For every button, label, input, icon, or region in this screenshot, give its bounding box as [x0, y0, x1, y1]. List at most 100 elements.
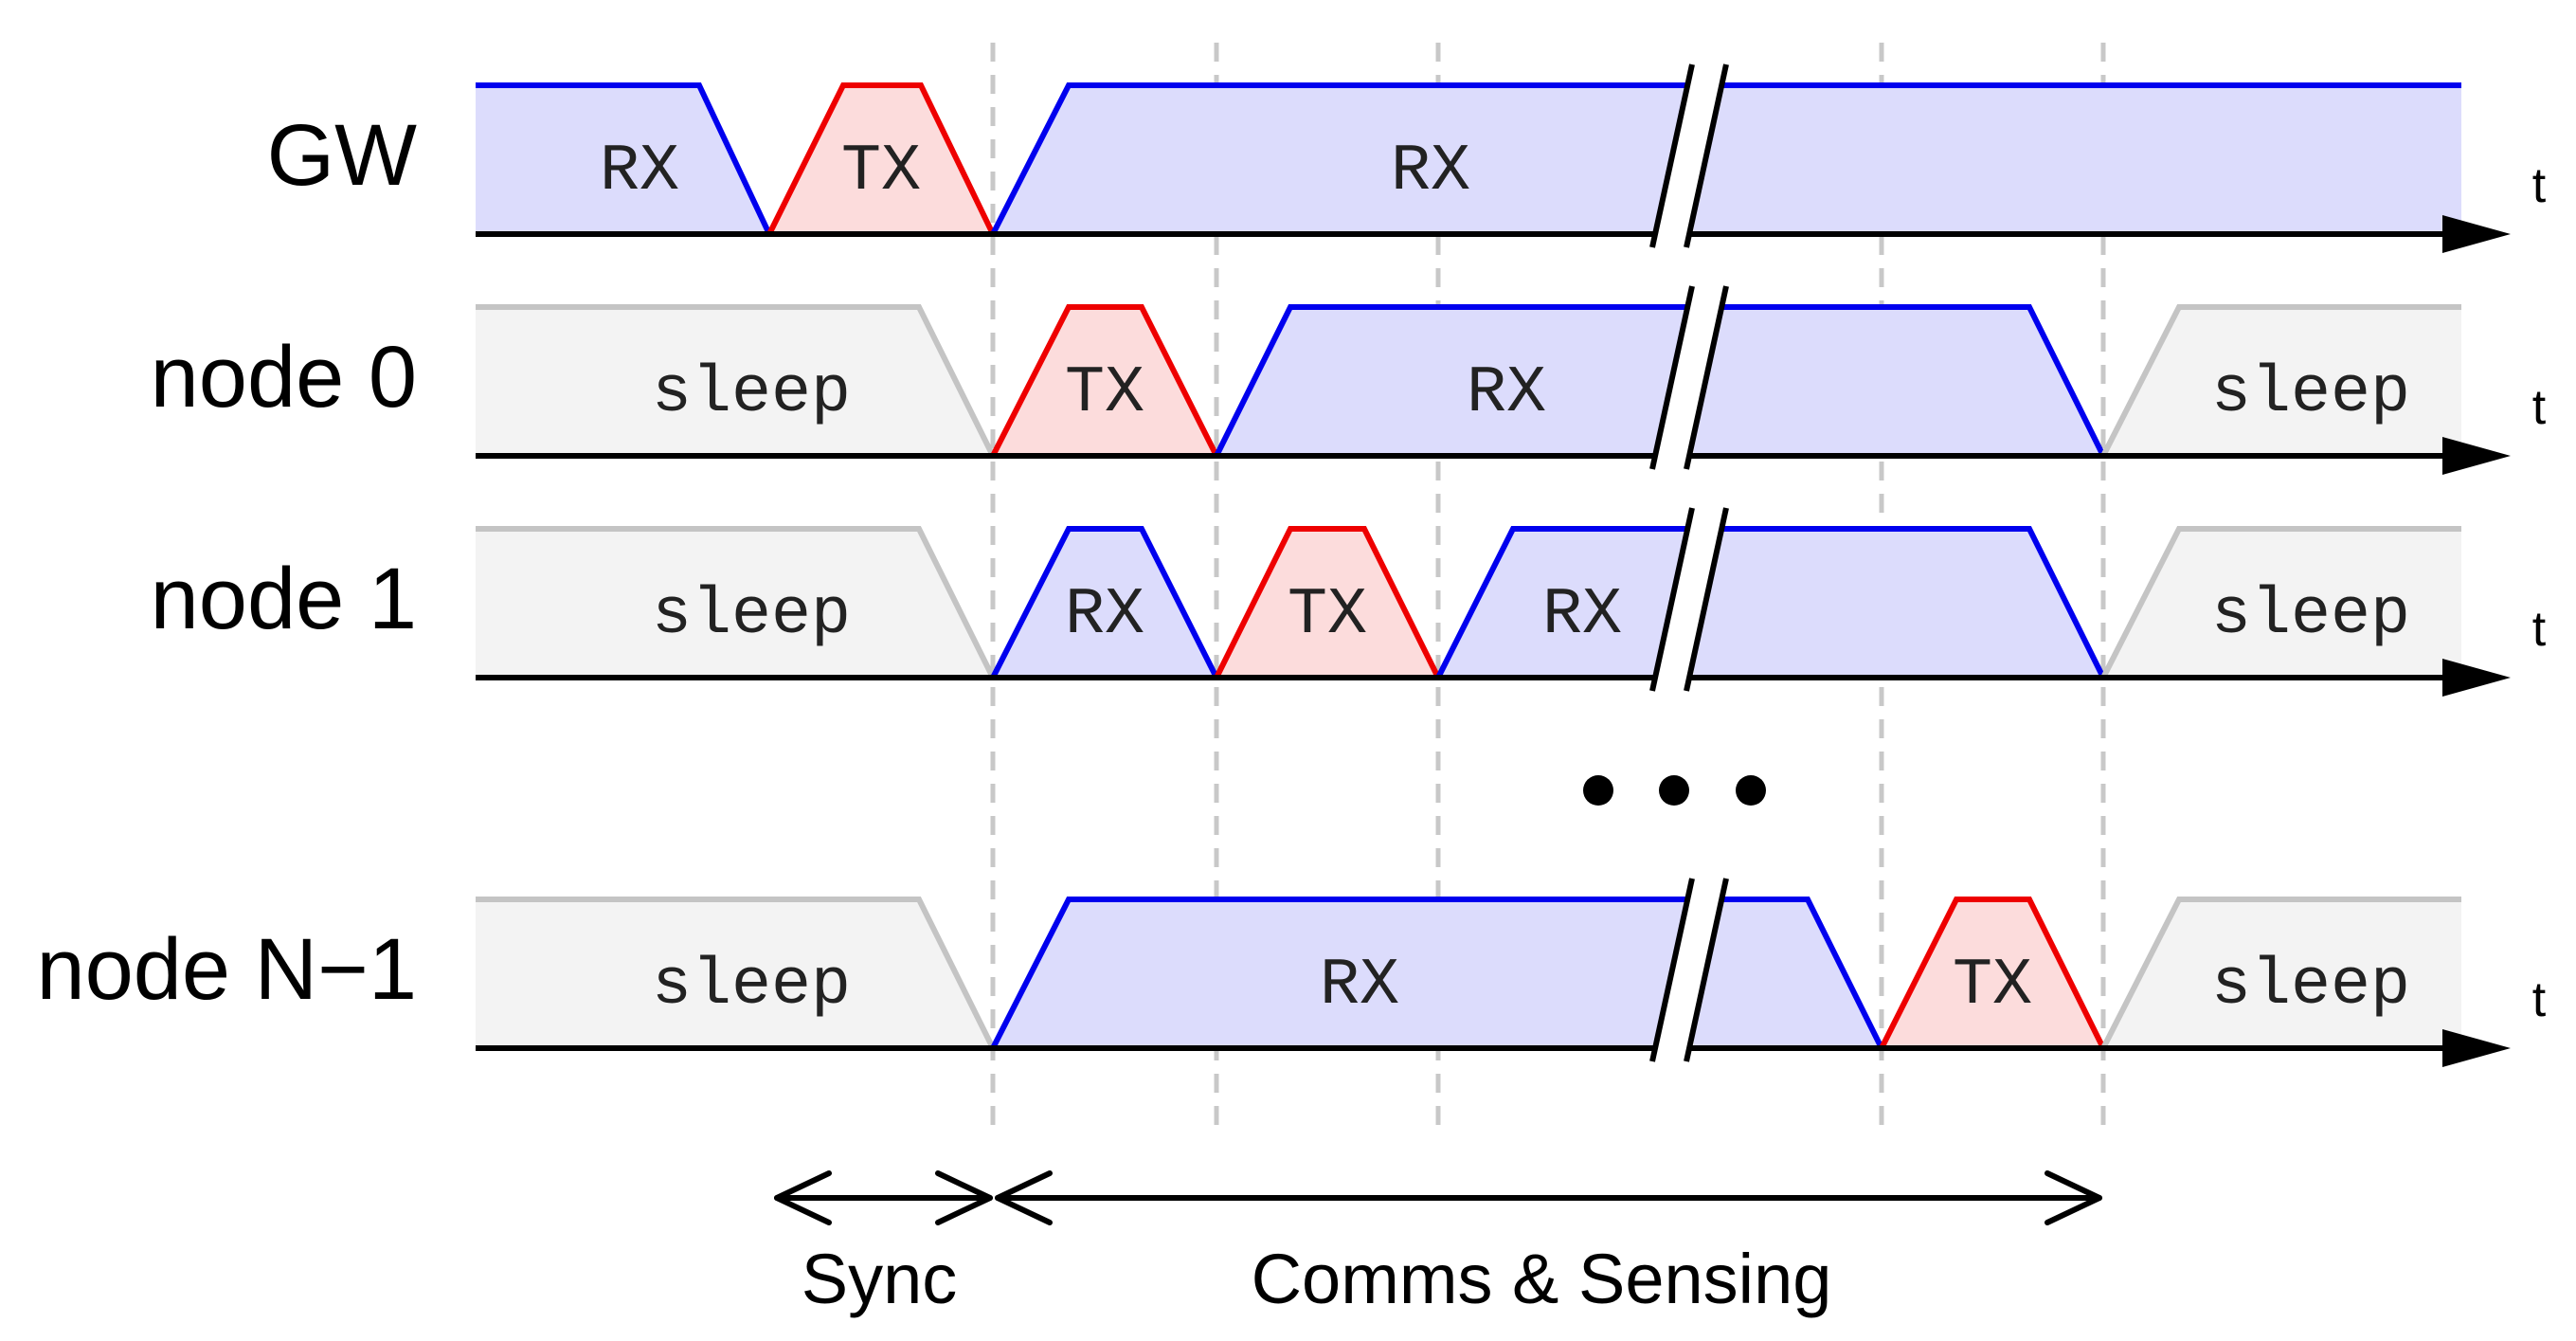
state-pulse-sleep: sleep	[2100, 897, 2461, 1050]
timeline-row: node 0 sleep TX RX sleep t	[151, 285, 2547, 475]
time-axis-label: t	[2532, 602, 2547, 657]
state-pulse-sleep: sleep	[476, 526, 996, 680]
state-pulse-tx: TX	[766, 82, 996, 236]
state-pulse-fill	[476, 85, 769, 234]
state-pulse-fill	[993, 899, 1700, 1048]
state-pulse-rx	[1693, 526, 2106, 680]
state-pulse-fill	[476, 307, 993, 456]
time-axis-arrowhead	[2442, 659, 2511, 697]
state-label: RX	[1467, 356, 1546, 431]
state-label: sleep	[2211, 578, 2410, 653]
state-pulse-outline	[1214, 304, 1700, 458]
state-pulse-outline	[990, 304, 1219, 458]
state-pulse-fill	[1438, 529, 1700, 678]
timeline-row: GW RX TX RX t	[267, 63, 2547, 253]
comms-span-arrow	[995, 1170, 2102, 1225]
state-pulse-outline	[1713, 526, 2106, 680]
state-pulse-outline	[476, 897, 996, 1050]
state-pulse-tx: TX	[990, 304, 1219, 458]
state-pulse-outline	[990, 82, 1700, 236]
timeline-row: node 1 sleep RX TX RX sleep t	[151, 507, 2547, 697]
row-label: node N−1	[36, 921, 417, 1018]
phase-label-sync: Sync	[802, 1240, 958, 1318]
state-pulse-fill	[1693, 899, 1882, 1048]
state-pulse-fill	[993, 85, 1700, 234]
state-pulse-rx: RX	[990, 526, 1219, 680]
state-pulse-fill	[476, 899, 993, 1048]
ellipsis-dots	[1583, 775, 1766, 806]
state-pulse-outline	[2100, 304, 2461, 458]
state-label: RX	[600, 135, 679, 209]
row-label: node 0	[151, 329, 417, 426]
state-pulse-rx	[1693, 82, 2461, 234]
row-label: GW	[267, 107, 418, 204]
state-label: sleep	[652, 578, 851, 653]
ellipsis-dot	[1583, 775, 1613, 806]
state-label: TX	[1288, 578, 1367, 653]
state-pulse-outline	[1713, 304, 2106, 458]
state-pulse-fill	[476, 529, 993, 678]
state-pulse-outline	[990, 897, 1700, 1050]
state-pulse-sleep: sleep	[2100, 526, 2461, 680]
state-pulse-fill	[993, 307, 1216, 456]
state-label: TX	[1065, 356, 1144, 431]
state-pulse-outline	[1713, 897, 1884, 1050]
time-axis-label: t	[2532, 972, 2547, 1027]
axis-break-mark	[1649, 507, 1729, 692]
state-pulse-fill	[1693, 529, 2103, 678]
state-pulse-outline	[476, 82, 772, 236]
sync-span-arrow	[774, 1170, 993, 1225]
state-pulse-rx	[1693, 304, 2106, 458]
time-axis-label: t	[2532, 158, 2547, 213]
state-label: RX	[1320, 949, 1399, 1024]
state-pulse-rx	[1693, 897, 1884, 1050]
state-label: TX	[1953, 949, 2032, 1024]
state-label: RX	[1391, 135, 1470, 209]
phase-label-comms: Comms & Sensing	[1252, 1240, 1832, 1318]
row-label: node 1	[151, 551, 417, 647]
state-pulse-sleep: sleep	[476, 304, 996, 458]
time-axis-arrowhead	[2442, 437, 2511, 475]
state-pulse-outline	[1435, 526, 1700, 680]
state-pulse-rx: RX	[1435, 526, 1700, 680]
axis-break-mark	[1649, 878, 1729, 1062]
state-pulse-outline	[1879, 897, 2106, 1050]
state-pulse-outline	[2100, 897, 2461, 1050]
timeline-row: node N−1 sleep RX TX sleep t	[36, 878, 2547, 1067]
phase-annotations: Sync Comms & Sensing	[774, 1170, 2102, 1318]
state-label: RX	[1065, 578, 1144, 653]
state-pulse-rx: RX	[990, 82, 1700, 236]
state-pulse-outline	[1214, 526, 1441, 680]
state-label: sleep	[652, 356, 851, 431]
ellipsis-dot	[1736, 775, 1766, 806]
state-pulse-fill	[2103, 899, 2461, 1048]
state-label: sleep	[2211, 949, 2410, 1024]
state-label: sleep	[2211, 356, 2410, 431]
state-pulse-outline	[990, 526, 1219, 680]
state-pulse-rx: RX	[990, 897, 1700, 1050]
state-pulse-fill	[1693, 85, 2461, 234]
state-pulse-rx: RX	[476, 82, 772, 236]
state-pulse-tx: TX	[1214, 526, 1441, 680]
axis-break-mark	[1649, 63, 1729, 248]
axis-break-mark	[1649, 285, 1729, 470]
state-pulse-fill	[2103, 529, 2461, 678]
state-pulse-outline	[2100, 526, 2461, 680]
time-axis-label: t	[2532, 380, 2547, 435]
state-pulse-sleep: sleep	[476, 897, 996, 1050]
time-axis-arrowhead	[2442, 215, 2511, 253]
state-label: sleep	[652, 949, 851, 1024]
ellipsis-dot	[1659, 775, 1689, 806]
state-pulse-outline	[476, 304, 996, 458]
state-label: RX	[1542, 578, 1622, 653]
state-pulse-fill	[2103, 307, 2461, 456]
state-pulse-tx: TX	[1879, 897, 2106, 1050]
state-pulse-sleep: sleep	[2100, 304, 2461, 458]
state-pulse-fill	[1693, 307, 2103, 456]
time-axis-arrowhead	[2442, 1029, 2511, 1067]
state-pulse-rx: RX	[1214, 304, 1700, 458]
state-pulse-fill	[993, 529, 1216, 678]
state-pulse-outline	[766, 82, 996, 236]
